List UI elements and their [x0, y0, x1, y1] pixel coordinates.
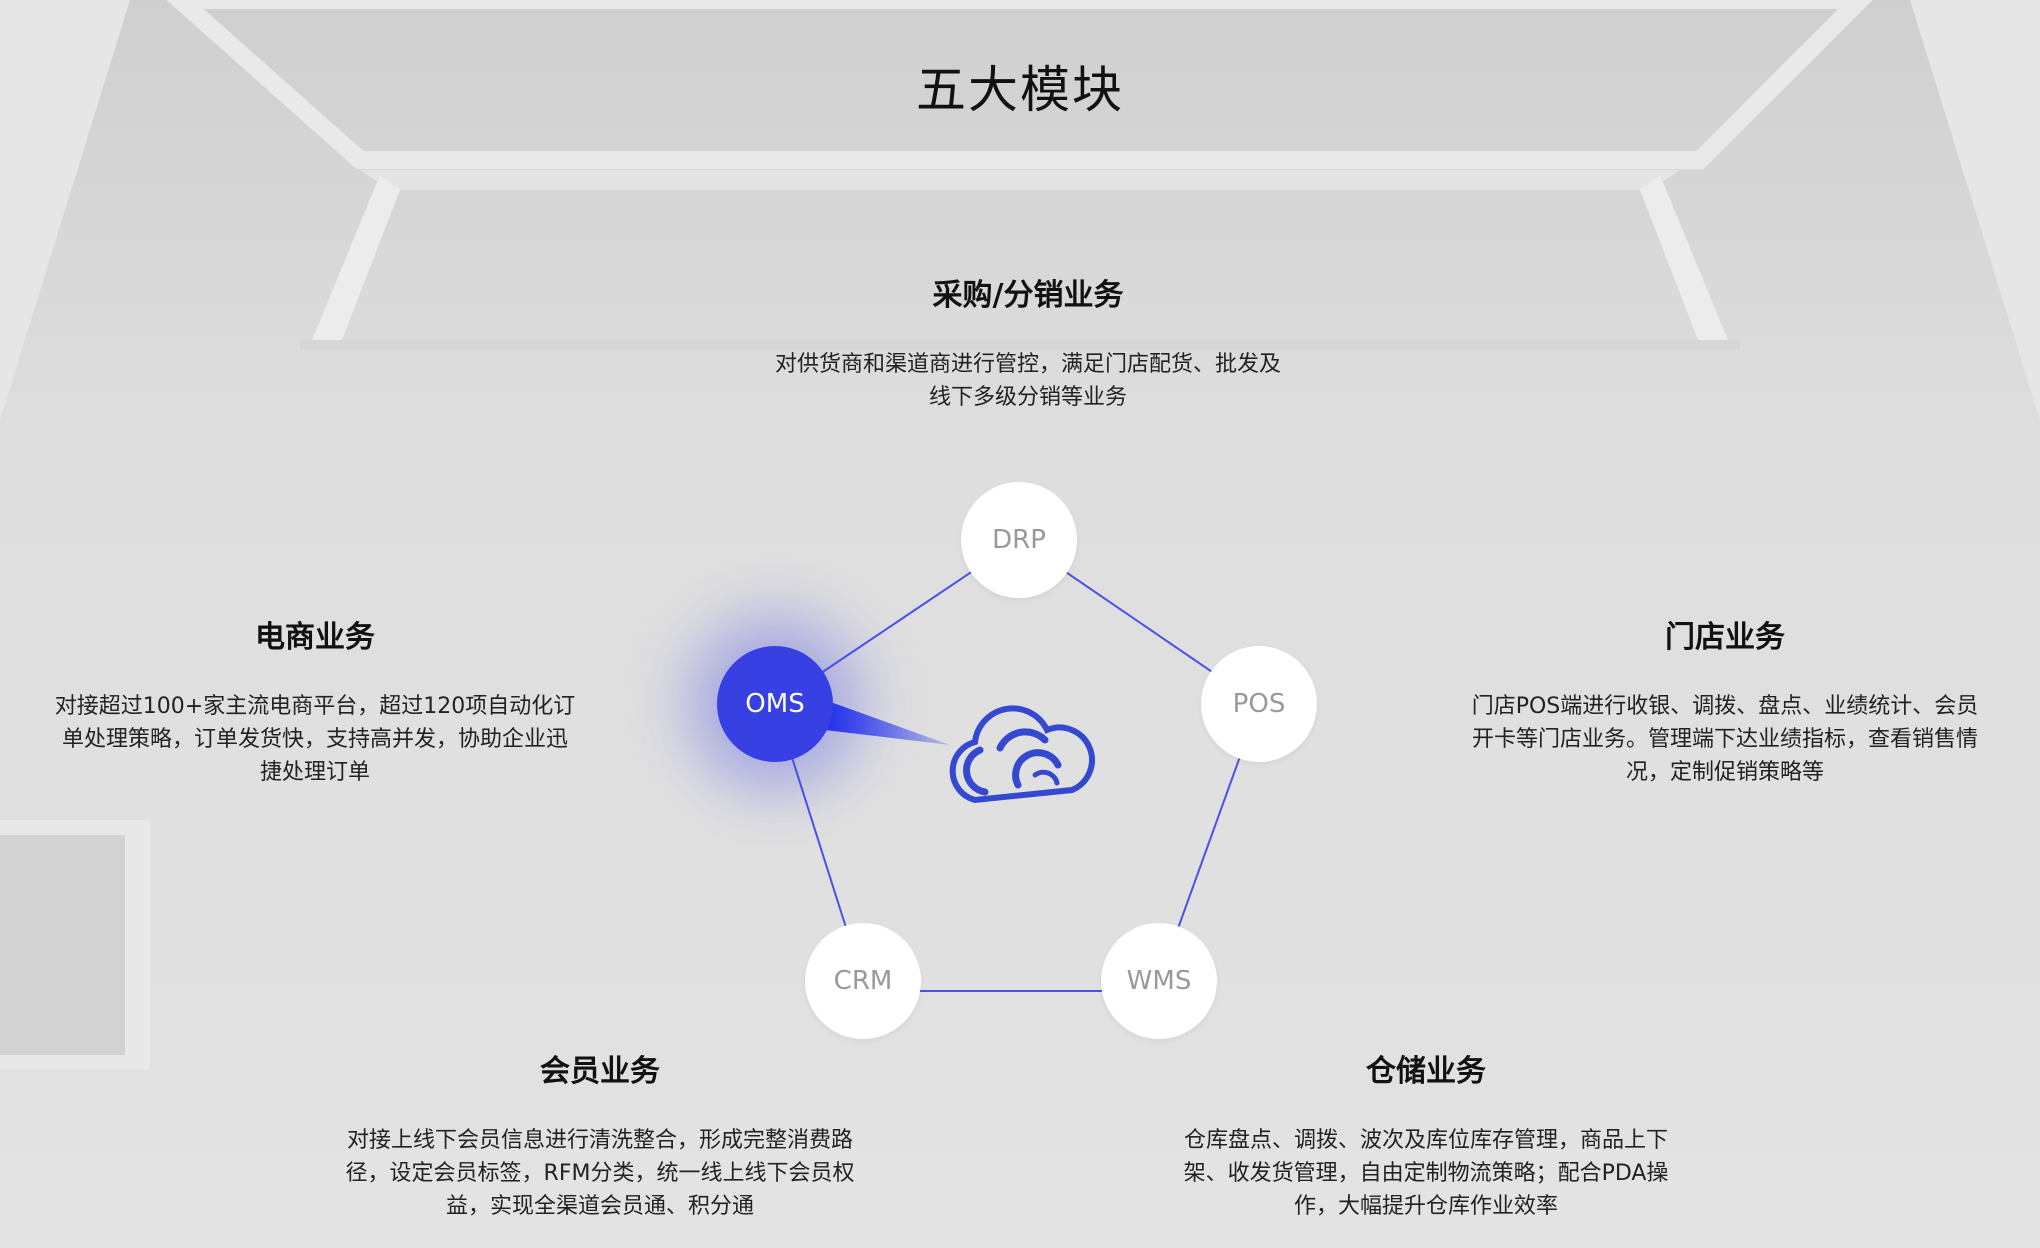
module-description: 仓库盘点、调拨、波次及库位库存管理，商品上下架、收发货管理，自由定制物流策略；配…: [1183, 1128, 1669, 1219]
node-pos[interactable]: POS: [1201, 646, 1317, 762]
cloud-icon: [949, 705, 1095, 804]
module-purchase: 采购/分销业务 对供货商和渠道商进行管控，满足门店配货、批发及线下多级分销等业务: [738, 270, 1318, 414]
node-crm[interactable]: CRM: [805, 923, 921, 1039]
module-warehouse: 仓储业务 仓库盘点、调拨、波次及库位库存管理，商品上下架、收发货管理，自由定制物…: [1136, 1046, 1716, 1223]
module-title: 采购/分销业务: [932, 278, 1124, 313]
module-description: 对接超过100+家主流电商平台，超过120项自动化订单处理策略，订单发货快，支持…: [54, 694, 576, 785]
module-description: 对接上线下会员信息进行清洗整合，形成完整消费路径，设定会员标签，RFM分类，统一…: [345, 1128, 855, 1219]
module-ecommerce: 电商业务 对接超过100+家主流电商平台，超过120项自动化订单处理策略，订单发…: [25, 612, 605, 789]
module-title: 门店业务: [1665, 620, 1785, 655]
module-title: 会员业务: [540, 1054, 660, 1089]
module-description: 对供货商和渠道商进行管控，满足门店配货、批发及线下多级分销等业务: [774, 352, 1281, 410]
node-wms[interactable]: WMS: [1101, 923, 1217, 1039]
module-member: 会员业务 对接上线下会员信息进行清洗整合，形成完整消费路径，设定会员标签，RFM…: [310, 1046, 890, 1223]
oms-beam: [825, 700, 950, 745]
node-oms[interactable]: OMS: [717, 646, 833, 762]
page-title: 五大模块: [916, 61, 1124, 119]
node-drp[interactable]: DRP: [961, 482, 1077, 598]
module-store: 门店业务 门店POS端进行收银、调拨、盘点、业绩统计、会员开卡等门店业务。管理端…: [1435, 612, 2015, 789]
module-description: 门店POS端进行收银、调拨、盘点、业绩统计、会员开卡等门店业务。管理端下达业绩指…: [1471, 694, 1979, 785]
module-title: 电商业务: [255, 620, 375, 655]
module-title: 仓储业务: [1366, 1054, 1486, 1089]
